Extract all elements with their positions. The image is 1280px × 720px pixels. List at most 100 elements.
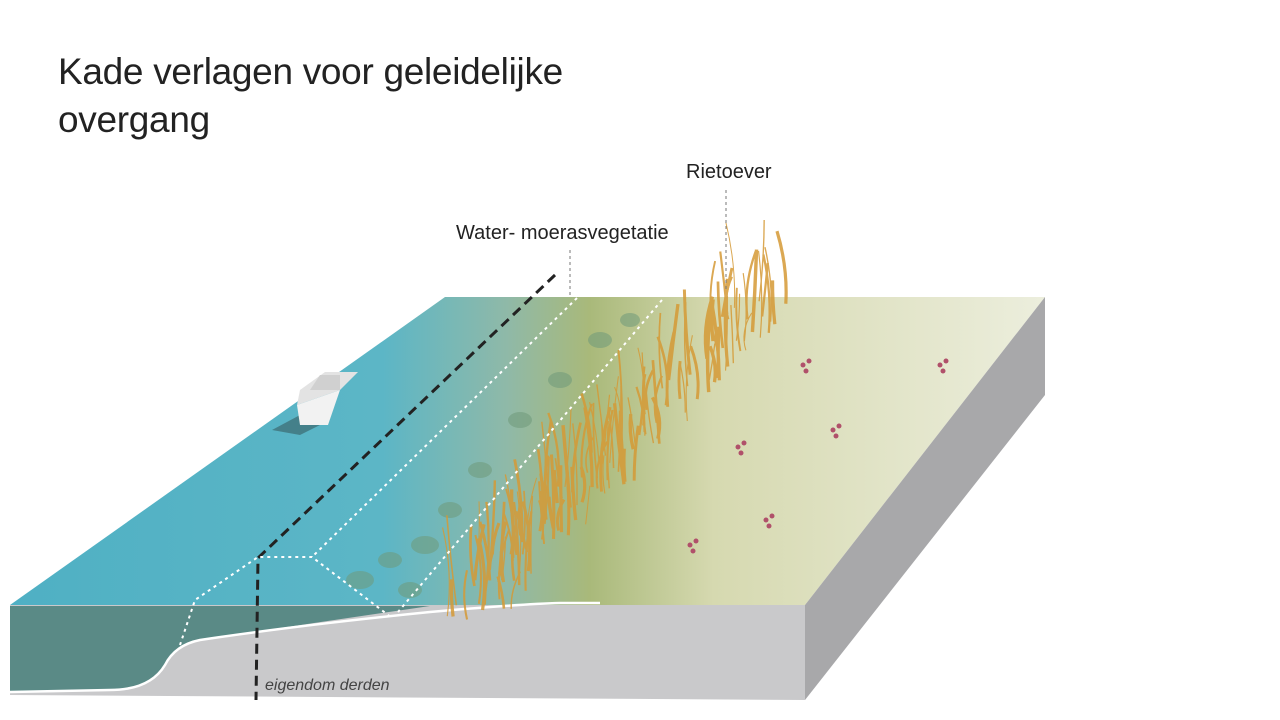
reed-stalk [488, 480, 497, 571]
flower [738, 450, 744, 456]
property-line [254, 273, 557, 701]
reed-stalk [730, 304, 735, 364]
reed-stalk [708, 345, 717, 383]
reed-stalk [556, 498, 566, 531]
reed-stalk [757, 250, 763, 338]
page-title: Kade verlagen voor geleidelijke overgang [58, 48, 563, 144]
label-water-marsh-vegetation: Water- moerasvegetatie [456, 222, 669, 244]
title-line-2: overgang [58, 99, 210, 140]
reed-stalk [554, 458, 563, 499]
reed-stalk [679, 361, 686, 413]
reed-stalk [716, 281, 725, 349]
boat-icon [272, 372, 358, 435]
reed-stalk [524, 511, 533, 591]
reed-stalk [497, 528, 510, 600]
reed-stalk [521, 490, 526, 555]
reed-stalk [549, 454, 556, 539]
flower [937, 362, 943, 368]
reed-stalk [612, 403, 626, 485]
flower [741, 440, 747, 446]
reed-stalk [632, 425, 640, 481]
flower [830, 427, 836, 433]
reed-stalk [762, 254, 771, 333]
reed-stalk [758, 219, 765, 302]
reed-stalk [469, 525, 476, 587]
flower [833, 433, 839, 439]
reed-stalk [705, 311, 713, 393]
reed-stalk [745, 250, 757, 320]
reed-stalk [510, 525, 518, 581]
old-quay-outline [179, 556, 393, 646]
reed-stalk [570, 466, 578, 521]
reed-stalk [743, 312, 753, 351]
flower [763, 517, 769, 523]
reed-stalk [585, 435, 595, 473]
reed-stalk [580, 403, 593, 478]
flower [940, 368, 946, 374]
flower [693, 538, 699, 544]
reed-stalk [689, 345, 700, 400]
reed-stalk [477, 537, 487, 611]
flower [769, 513, 775, 519]
reed-stalk [564, 408, 572, 487]
reed-stalk [513, 459, 524, 543]
reed-stalk [644, 369, 655, 411]
reed-stalk [685, 335, 693, 422]
reed-stalk [446, 515, 458, 606]
reed-stalk [628, 413, 635, 450]
reed-stalk [583, 407, 594, 488]
reed-stalk [572, 423, 578, 506]
reeds [442, 219, 788, 620]
meadow-flowers [687, 358, 949, 554]
reed-stalk [592, 402, 599, 479]
flower [735, 444, 741, 450]
flower [803, 368, 809, 374]
label-reed-shore: Rietoever [686, 161, 772, 183]
reed-stalk [599, 406, 612, 492]
reed-stalk [708, 343, 716, 381]
flower [766, 523, 772, 529]
reed-stalk [474, 534, 482, 605]
flower [806, 358, 812, 364]
reed-stalk [750, 249, 759, 333]
flower [690, 548, 696, 554]
flower [687, 542, 693, 548]
reed-stalk [677, 360, 682, 400]
water-section [10, 606, 600, 692]
reed-stalk [541, 421, 551, 511]
reed-stalk [509, 489, 519, 556]
reed-stalk [442, 527, 450, 617]
top-surface [10, 297, 1045, 605]
zone-boundary-2 [397, 299, 663, 613]
reed-stalk [715, 326, 721, 379]
reed-stalk [764, 247, 773, 322]
reed-stalk [596, 384, 607, 456]
flower [800, 362, 806, 368]
reed-stalk [682, 289, 692, 375]
reed-stalk [653, 375, 663, 423]
reed-stalk [606, 420, 610, 489]
title-line-1: Kade verlagen voor geleidelijke [58, 51, 563, 92]
reed-stalk [735, 293, 741, 341]
reed-stalk [538, 490, 544, 532]
reed-stalk [650, 396, 662, 440]
reed-stalk [485, 501, 490, 581]
reed-stalk [617, 349, 623, 438]
reed-stalk [665, 331, 676, 407]
reed-stalk [559, 465, 564, 533]
reed-stalk [530, 495, 534, 574]
reed-stalk [770, 280, 777, 325]
reed-stalk [775, 230, 788, 304]
reed-stalk [641, 352, 646, 436]
reed-stalk [725, 222, 736, 308]
flower [943, 358, 949, 364]
label-third-party-property: eigendom derden [265, 677, 390, 694]
reed-stalk [463, 570, 469, 620]
flower [836, 423, 842, 429]
reed-stalk [658, 312, 664, 389]
reed-stalk [614, 386, 621, 429]
ground-line [9, 601, 600, 694]
side-face [805, 297, 1045, 700]
reed-stalk [627, 397, 637, 449]
reed-stalk [478, 521, 492, 581]
